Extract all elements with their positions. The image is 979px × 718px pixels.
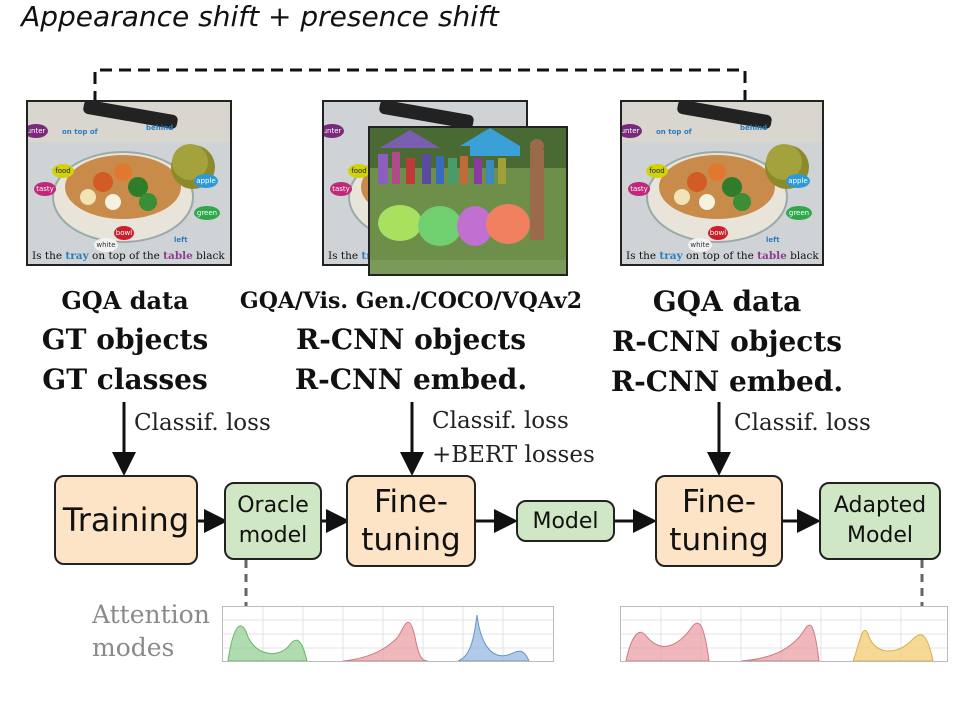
label-unter: unter xyxy=(324,124,344,138)
photo-question-caption: Is the tray on top of the table black xyxy=(626,250,819,262)
finetuning-label: tuning xyxy=(669,522,769,558)
photo-question-caption: Is the tray on top of the table black xyxy=(32,250,225,262)
adapted-model-box: Adapted Model xyxy=(819,482,941,560)
label-on-top-of: on top of xyxy=(656,128,692,136)
label-behind: behind xyxy=(146,124,174,132)
loss-label-middle-1: Classif. loss xyxy=(432,408,569,434)
label-unter: unter xyxy=(622,124,642,138)
adapted-label: Adapted xyxy=(833,493,927,518)
finetuning-box-2: Fine- tuning xyxy=(655,475,783,567)
top-caption: Appearance shift + presence shift xyxy=(21,0,499,33)
label-left: left xyxy=(174,236,188,244)
finetuning-box-1: Fine- tuning xyxy=(346,475,476,567)
label-white: white xyxy=(688,238,712,252)
coco-segmentation-photo xyxy=(368,126,568,276)
gqa-scene-photo-right: unter on top of behind food tasty apple … xyxy=(620,100,824,266)
caption-text: on top of the xyxy=(682,250,758,262)
caption-text: black xyxy=(192,250,225,262)
data-source: GQA data xyxy=(61,286,189,315)
label-apple: apple xyxy=(194,174,218,188)
loss-label-right: Classif. loss xyxy=(734,410,871,436)
caption-text: Is the xyxy=(626,250,660,262)
finetuning-label: tuning xyxy=(361,522,461,558)
embedding-source: R-CNN embed. xyxy=(610,365,844,398)
data-column-middle: GQA/Vis. Gen./COCO/VQAv2 R-CNN objects R… xyxy=(216,282,606,400)
class-source: GT classes xyxy=(42,363,208,396)
label-green: green xyxy=(194,206,220,220)
label-tasty: tasty xyxy=(34,182,56,196)
attention-curves-oracle xyxy=(223,607,553,662)
caption-table: table xyxy=(757,250,787,262)
attention-curves-adapted xyxy=(621,607,947,662)
loss-label-left: Classif. loss xyxy=(134,410,271,436)
attention-label-line: modes xyxy=(92,633,175,662)
data-source: GQA data xyxy=(652,285,802,318)
label-on-top-of: on top of xyxy=(62,128,98,136)
training-label: Training xyxy=(62,501,190,539)
training-box: Training xyxy=(54,475,198,565)
label-tasty: tasty xyxy=(628,182,650,196)
caption-tray: tray xyxy=(659,250,683,262)
label-unter: unter xyxy=(28,124,48,138)
label-food: food xyxy=(646,164,668,178)
data-column-right: GQA data R-CNN objects R-CNN embed. xyxy=(592,282,862,402)
attention-modes-label: Attention modes xyxy=(92,598,210,664)
data-source: GQA/Vis. Gen./COCO/VQAv2 xyxy=(239,288,583,314)
caption-text: Is the xyxy=(328,250,362,262)
label-food: food xyxy=(52,164,74,178)
caption-text: on top of the xyxy=(88,250,164,262)
label-bowl: bowl xyxy=(708,226,728,240)
caption-text: black xyxy=(786,250,819,262)
model-box: Model xyxy=(516,500,615,542)
oracle-label: model xyxy=(238,523,308,548)
embedding-source: R-CNN embed. xyxy=(294,363,528,396)
label-food: food xyxy=(348,164,370,178)
object-source: R-CNN objects xyxy=(295,323,527,356)
oracle-label: Oracle xyxy=(237,493,309,518)
label-behind: behind xyxy=(740,124,768,132)
caption-tray: tray xyxy=(65,250,89,262)
label-tasty: tasty xyxy=(330,182,352,196)
object-source: GT objects xyxy=(41,323,209,356)
attention-chart-oracle xyxy=(222,606,554,662)
oracle-model-box: Oracle model xyxy=(224,482,322,560)
caption-table: table xyxy=(163,250,193,262)
sheep-segmentation-image xyxy=(370,128,566,274)
label-white: white xyxy=(94,238,118,252)
adapted-label: Model xyxy=(846,523,914,548)
label-apple: apple xyxy=(786,174,810,188)
loss-label-middle-2: +BERT losses xyxy=(432,442,595,468)
object-source: R-CNN objects xyxy=(611,325,843,358)
attention-chart-adapted xyxy=(620,606,948,662)
caption-text: Is the xyxy=(32,250,66,262)
label-left: left xyxy=(766,236,780,244)
attention-label-line: Attention xyxy=(92,600,210,629)
label-green: green xyxy=(786,206,812,220)
gqa-scene-photo-left: unter on top of behind food tasty apple … xyxy=(26,100,232,266)
finetuning-label: Fine- xyxy=(681,484,757,520)
data-column-left: GQA data GT objects GT classes xyxy=(20,282,230,400)
finetuning-label: Fine- xyxy=(373,484,449,520)
model-label: Model xyxy=(532,508,599,534)
label-bowl: bowl xyxy=(114,226,134,240)
